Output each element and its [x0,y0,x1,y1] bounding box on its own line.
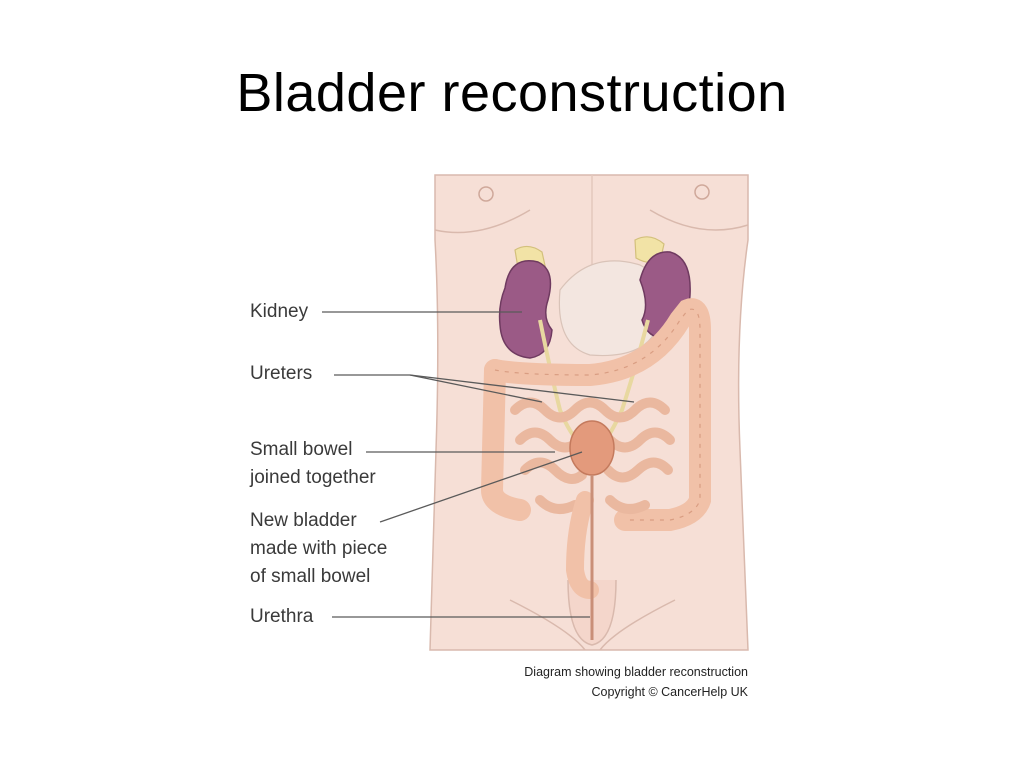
chest-contour-right [649,209,749,231]
label-small-bowel-1: Small bowel [250,439,353,460]
colon-ascending [480,359,531,521]
groin-left [509,599,586,651]
label-small-bowel-2: joined together [250,467,376,488]
leader-new-bladder [379,451,583,523]
caption-line-1: Diagram showing bladder reconstruction [524,665,748,679]
leader-ureters-a [409,374,543,403]
kidney-left [498,260,553,359]
nipple-left [478,186,494,202]
colon-outline [494,308,701,521]
anatomy-figure: Kidney Ureters Small bowel joined togeth… [230,170,770,710]
label-kidney: Kidney [250,301,309,322]
caption-line-2: Copyright © CancerHelp UK [591,685,749,699]
anatomy-illustration [429,174,749,651]
label-new-bladder-2: made with piece [250,538,388,559]
label-new-bladder-1: New bladder [250,510,357,531]
leader-ureters-b [409,374,635,403]
groin-right [599,599,676,651]
label-urethra: Urethra [250,606,314,627]
leader-lines [322,311,635,618]
chest-contour-left [434,209,531,234]
rectum [565,491,599,599]
nipple-right [694,184,710,200]
label-ureters: Ureters [250,363,313,384]
label-new-bladder-3: of small bowel [250,566,371,587]
slide-title: Bladder reconstruction [236,63,788,123]
